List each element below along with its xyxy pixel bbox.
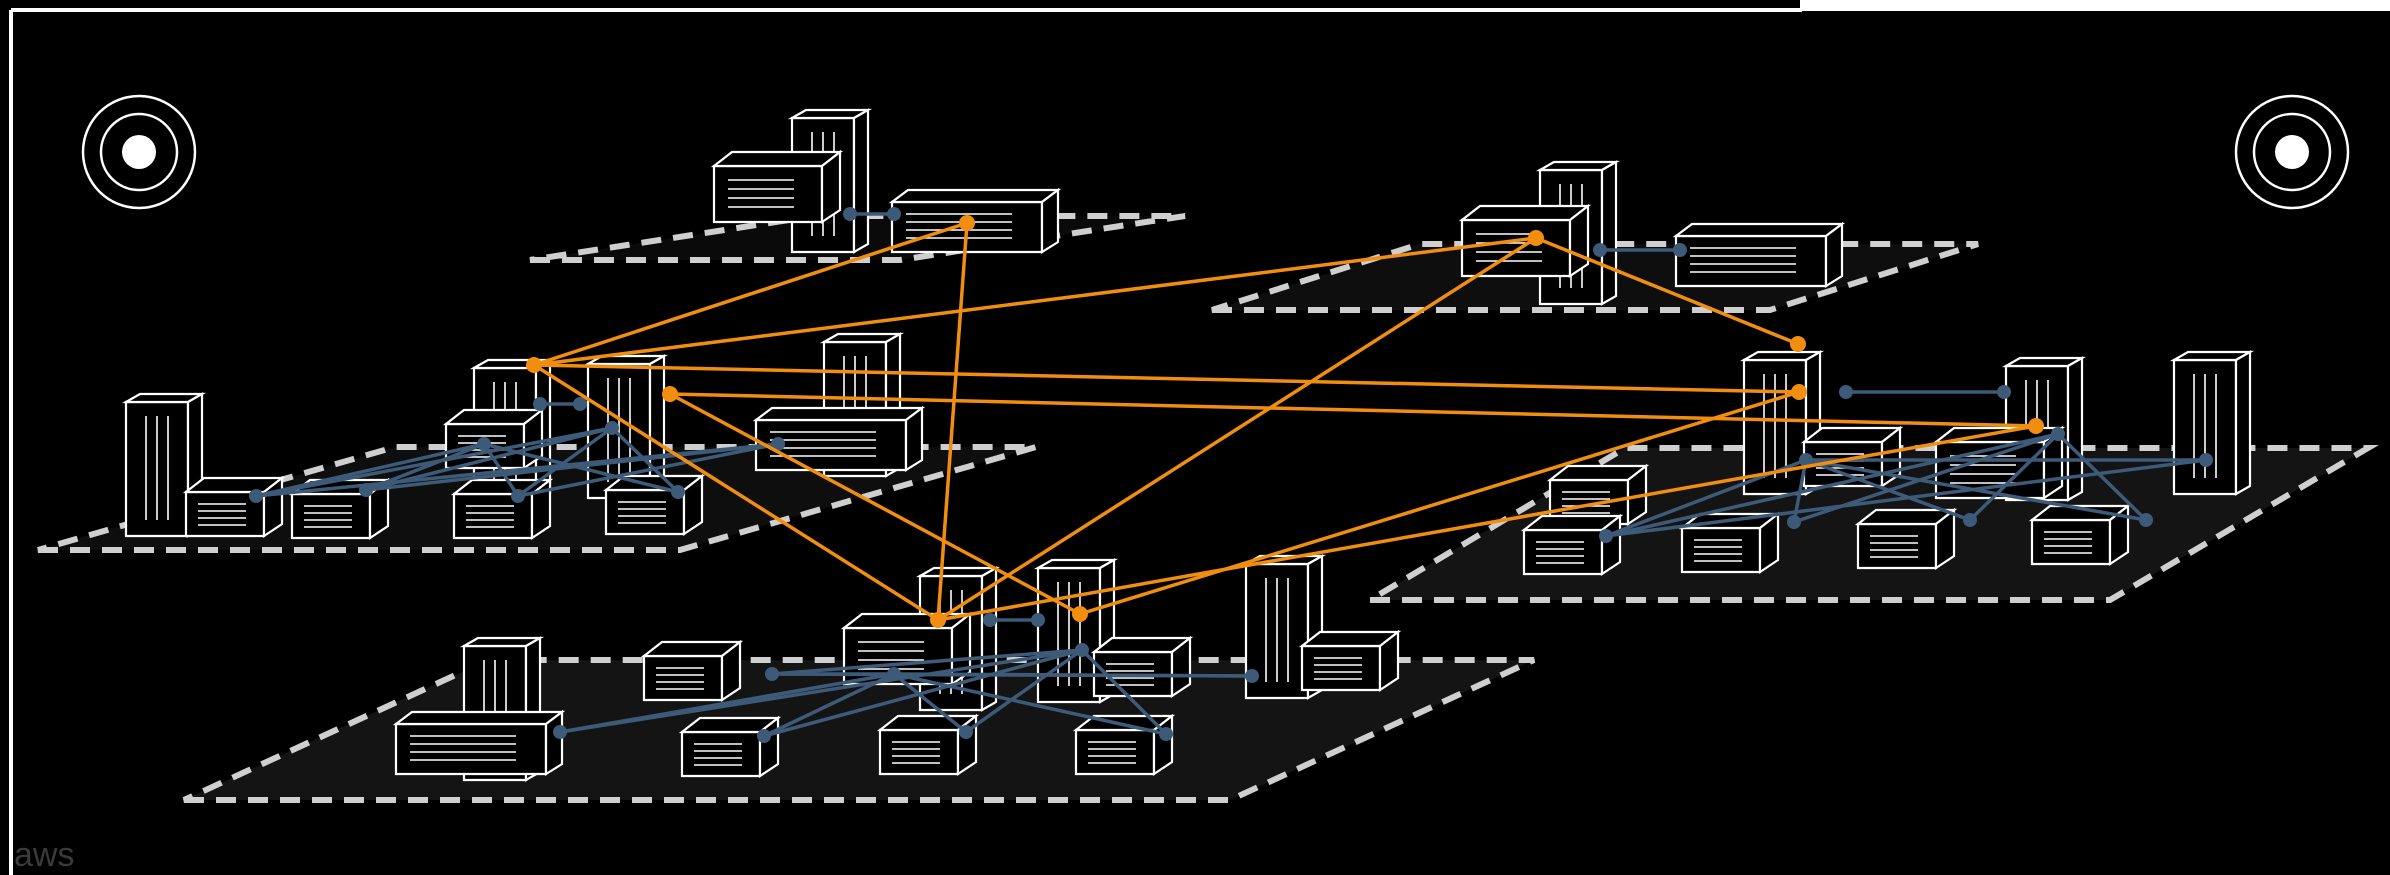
server-box: [1300, 630, 1400, 692]
server-box: [642, 640, 742, 702]
target-icon: [81, 94, 197, 210]
server-box: [1680, 512, 1780, 574]
server-box: [1856, 508, 1956, 570]
wide-server: [1674, 222, 1844, 288]
target-icon: [2234, 94, 2350, 210]
server-box: [452, 478, 552, 540]
aws-logo: aws: [14, 836, 75, 874]
wide-server: [712, 150, 842, 224]
wide-server: [890, 188, 1060, 254]
wan-link-nodes: [526, 215, 2044, 628]
top-right-margin: [1800, 0, 2390, 11]
server-box: [1522, 514, 1622, 576]
wide-server: [394, 710, 564, 776]
server-box: [1092, 636, 1192, 698]
server-box: [878, 714, 978, 776]
server-box: [184, 476, 284, 538]
tower-server: [2172, 350, 2252, 496]
wan-links: [533, 221, 2037, 622]
local-link-nodes: [249, 207, 2213, 743]
server-box: [680, 716, 780, 778]
